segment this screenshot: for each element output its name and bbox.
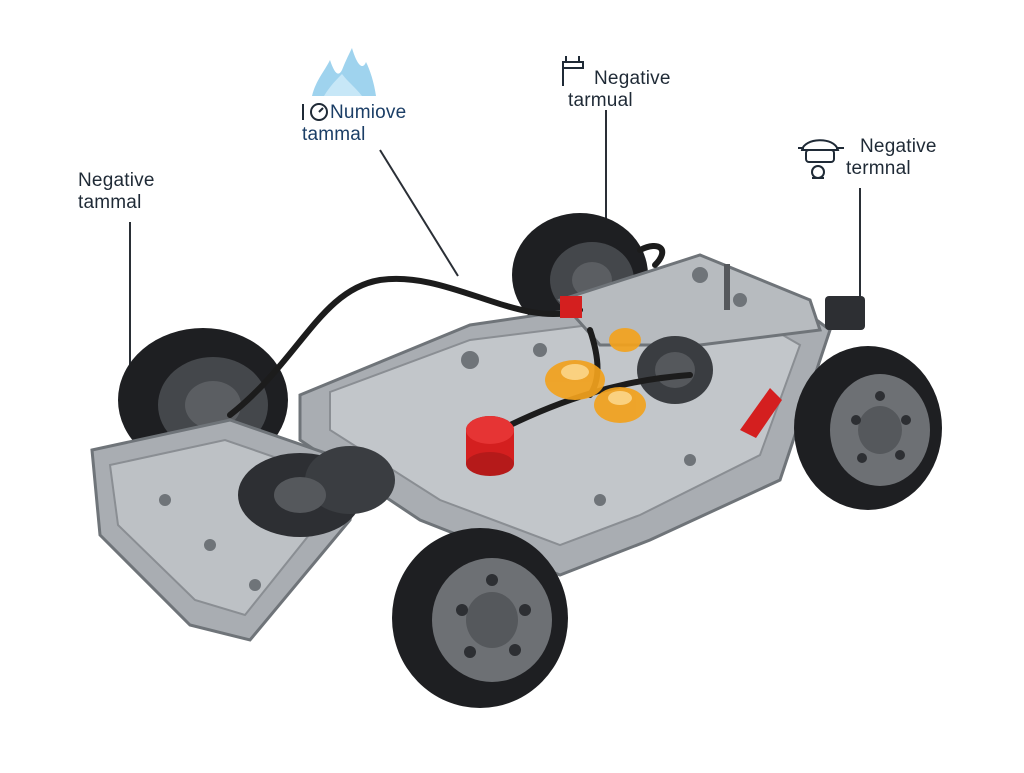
wheel-front-right bbox=[794, 346, 942, 510]
differential bbox=[637, 336, 713, 404]
callout-top-center-line1: Negative bbox=[594, 68, 671, 89]
callout-top-center-line2: tarmual bbox=[568, 89, 633, 111]
callout-right-line2: termnal bbox=[846, 157, 911, 179]
callout-top-center: Negative tarmual bbox=[568, 68, 671, 112]
callout-top-left: Numiove tammal bbox=[302, 102, 407, 146]
callout-left-line2: tammal bbox=[78, 191, 142, 213]
terminal-orange-3 bbox=[609, 328, 641, 352]
terminal-orange-1 bbox=[545, 360, 605, 400]
terminals bbox=[466, 264, 865, 476]
battery-icon bbox=[562, 56, 584, 86]
terminal-orange-2 bbox=[594, 387, 646, 423]
callout-right-line1: Negative bbox=[860, 136, 937, 157]
callout-right: Negative termnal bbox=[846, 136, 937, 180]
callout-top-left-line2: tammal bbox=[302, 123, 366, 145]
flame-icon bbox=[312, 48, 376, 96]
post-right bbox=[825, 296, 865, 330]
helmet-icon bbox=[798, 139, 844, 179]
stopwatch-icon bbox=[302, 103, 328, 121]
callout-top-left-line1: Numiove bbox=[330, 102, 407, 123]
terminal-red-main bbox=[466, 416, 514, 476]
wheel-front-left bbox=[392, 528, 568, 708]
leader-line-top-left bbox=[379, 149, 459, 277]
terminal-red-rear bbox=[560, 296, 582, 318]
engine-block bbox=[238, 446, 395, 537]
callout-left-line1: Negative bbox=[78, 170, 155, 191]
callout-left: Negative tammal bbox=[78, 170, 155, 214]
